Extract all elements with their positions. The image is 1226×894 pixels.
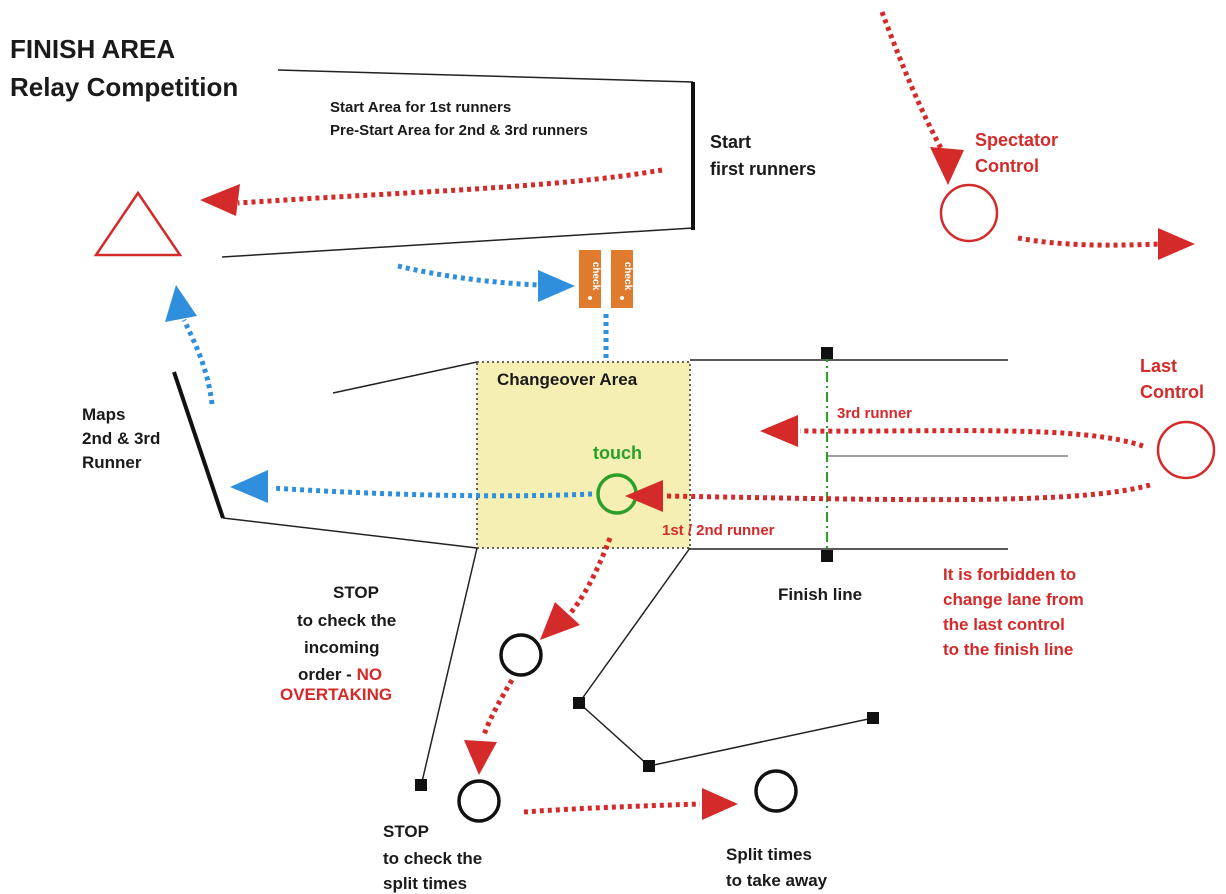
fence-post-3 <box>867 712 879 724</box>
touch-to-maps-arrowhead <box>230 470 268 503</box>
diagram-title-line2: Relay Competition <box>10 72 238 102</box>
fence-post-1 <box>573 697 585 709</box>
spectator-exit-arrowhead <box>1158 228 1195 260</box>
fence-post-2 <box>643 760 655 772</box>
maps-to-start-arrowhead <box>165 285 197 322</box>
stop2-to-split-arrow <box>523 801 701 815</box>
split-times-label-line2: to take away <box>726 871 828 890</box>
spectator-exit-arrow <box>1017 235 1161 248</box>
lane-rule-line3: the last control <box>943 615 1065 634</box>
prestart-to-check-arrowhead <box>538 270 575 302</box>
stop2-label-line2: to check the <box>383 849 482 868</box>
diagram-title-line1: FINISH AREA <box>10 34 175 64</box>
stop1-label-line2: to check the <box>297 611 396 630</box>
touch-to-stop1-arrowhead <box>540 602 580 640</box>
check-unit-1-label: check <box>590 262 601 291</box>
first-second-runner-label: 1st / 2nd runner <box>662 522 775 539</box>
exit-right-border <box>578 547 691 704</box>
stop1-order-text: order - <box>298 665 357 684</box>
stop2-label-line1: STOP <box>383 822 429 841</box>
spectator-control-label-line1: Spectator <box>975 130 1058 150</box>
prestart-to-check-arrow <box>397 263 541 288</box>
finish-line-label: Finish line <box>778 585 862 604</box>
touch-to-maps-arrow <box>271 485 593 499</box>
third-runner-arrowhead <box>760 415 798 447</box>
start-arrowhead <box>200 184 240 216</box>
stop2-circle <box>457 779 501 823</box>
stop1-overtaking-label: OVERTAKING <box>280 685 392 704</box>
spectator-control-label-line2: Control <box>975 156 1039 176</box>
start-triangle-icon <box>93 190 183 257</box>
check-unit-2-label: check <box>622 262 633 291</box>
start-area-top-border <box>277 69 694 83</box>
lane-rule-line4: to the finish line <box>943 640 1073 659</box>
changeover-area <box>476 361 691 549</box>
finish-post-top <box>821 347 833 359</box>
stop1-no-text: NO <box>357 665 383 684</box>
last-control-label-line1: Last <box>1140 356 1177 376</box>
spectator-control-circle <box>939 183 999 243</box>
check-unit-2: check <box>611 250 633 308</box>
start-area-label-line1: Start Area for 1st runners <box>330 99 511 116</box>
spectator-approach-arrowhead <box>930 147 964 185</box>
maps-label-line3: Runner <box>82 453 142 472</box>
split-times-circle <box>754 769 798 813</box>
last-control-circle <box>1156 420 1216 480</box>
maps-table <box>172 371 225 519</box>
changeover-area-label: Changeover Area <box>497 370 638 389</box>
stop1-label-line3: incoming <box>304 638 380 657</box>
exit-right-fence <box>578 702 874 767</box>
third-runner-label: 3rd runner <box>837 405 912 422</box>
lane-rule-line2: change lane from <box>943 590 1084 609</box>
first-second-runner-arrowhead <box>625 480 663 512</box>
finish-post-bottom <box>821 550 833 562</box>
start-runner-route-arrow <box>237 167 663 206</box>
start-label-line2: first runners <box>710 159 816 179</box>
stop1-label-line1: STOP <box>333 583 379 602</box>
touch-label: touch <box>593 443 642 463</box>
maps-label-line2: 2nd & 3rd <box>82 429 160 448</box>
stop2-to-split-arrowhead <box>702 788 738 820</box>
start-area-bottom-border <box>221 227 694 258</box>
split-times-label-line1: Split times <box>726 845 812 864</box>
stop1-circle <box>499 633 543 677</box>
check-unit-1: check <box>579 250 601 308</box>
last-control-label-line2: Control <box>1140 382 1204 402</box>
stop1-to-stop2-arrowhead <box>464 740 497 775</box>
lane-rule-line1: It is forbidden to <box>943 565 1076 584</box>
maps-lane-border <box>222 517 478 549</box>
stop1-label-line4: order - NO <box>298 665 382 684</box>
start-label-line1: Start <box>710 132 751 152</box>
first-second-runner-route-arrow <box>664 482 1151 503</box>
spectator-approach-arrow <box>879 11 945 152</box>
stop1-to-stop2-arrow <box>481 678 515 736</box>
maps-to-start-arrow <box>181 318 215 405</box>
exit-left-border <box>420 547 478 787</box>
left-lane-top-border <box>332 361 478 394</box>
exit-left-post <box>415 779 427 791</box>
touch-to-stop1-arrow <box>566 537 613 618</box>
maps-label-line1: Maps <box>82 405 125 424</box>
start-area-label-line2: Pre-Start Area for 2nd & 3rd runners <box>330 122 588 139</box>
third-runner-route-arrow <box>799 428 1144 449</box>
stop2-label-line3: split times <box>383 874 467 893</box>
